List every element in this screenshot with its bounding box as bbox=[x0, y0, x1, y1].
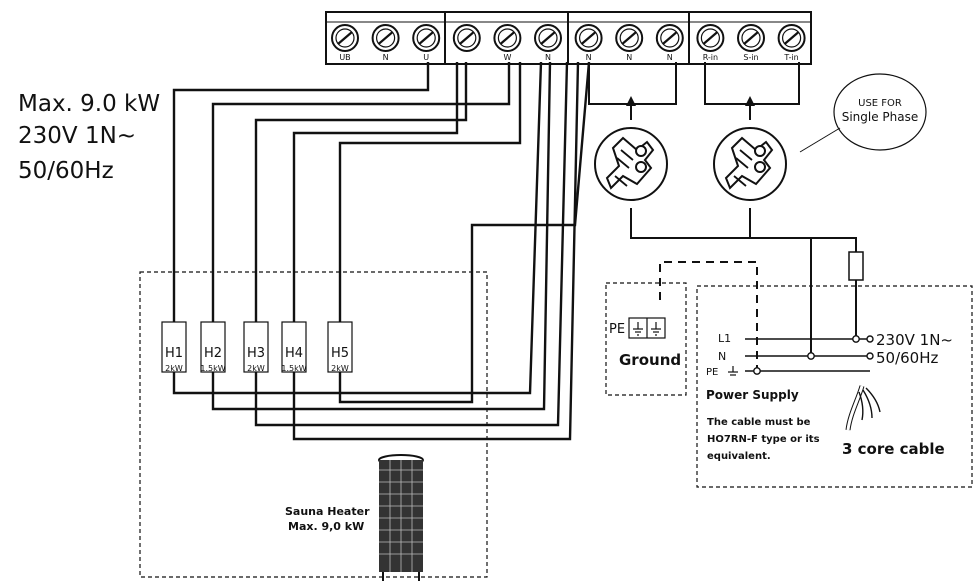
terminal-label: N bbox=[545, 53, 551, 62]
wire-v-h3 bbox=[254, 62, 468, 322]
heating-element: H2 1.5kW bbox=[200, 321, 226, 373]
cable-note-3: equivalent. bbox=[707, 451, 771, 462]
terminal-screw bbox=[737, 24, 765, 52]
heating-element-name: H5 bbox=[331, 346, 349, 361]
sauna-heater-icon bbox=[378, 454, 424, 581]
terminal-block bbox=[325, 11, 812, 65]
terminal-label: UB bbox=[339, 53, 350, 62]
terminal-screw bbox=[412, 24, 441, 52]
heating-element-name: H2 bbox=[204, 346, 222, 361]
terminal-label: N bbox=[626, 53, 632, 62]
supply-l1-label: L1 bbox=[718, 332, 731, 345]
wire-h4 bbox=[292, 62, 459, 322]
terminal-screw bbox=[493, 24, 522, 52]
supply-frequency: 50/60Hz bbox=[876, 349, 939, 367]
terminal-screw bbox=[655, 24, 684, 52]
wire-h2-return bbox=[211, 61, 552, 411]
heating-element-name: H3 bbox=[247, 346, 265, 361]
heating-element-power: 1.5kW bbox=[281, 364, 306, 373]
terminal-label: S-in bbox=[743, 53, 758, 62]
bubble-line1: USE FOR bbox=[858, 98, 902, 109]
heating-element-power: 1.5kW bbox=[200, 364, 225, 373]
heater-wiring bbox=[172, 61, 591, 441]
three-core-cable-icon bbox=[845, 385, 881, 431]
cable-label: 3 core cable bbox=[842, 440, 945, 458]
ground-label: Ground bbox=[619, 351, 681, 369]
terminal-screw bbox=[696, 24, 725, 52]
rating-frequency: 50/60Hz bbox=[18, 158, 114, 184]
terminal-screw bbox=[452, 24, 481, 52]
bridge-arrows bbox=[626, 96, 755, 106]
rating-voltage: 230V 1N~ bbox=[18, 123, 137, 149]
ground-box bbox=[605, 282, 687, 396]
supply-n-label: N bbox=[718, 350, 726, 363]
terminal-bridges bbox=[588, 62, 800, 120]
supply-voltage: 230V 1N~ bbox=[876, 331, 953, 349]
terminal-screw bbox=[534, 24, 562, 52]
connector-detail-icon bbox=[594, 127, 668, 201]
supply-ground-icon bbox=[728, 366, 738, 376]
heating-element-power: 2kW bbox=[247, 364, 265, 373]
cable-note-1: The cable must be bbox=[707, 417, 811, 428]
terminal-label: N bbox=[383, 53, 389, 62]
terminal-label: U bbox=[423, 53, 429, 62]
ground-link bbox=[659, 261, 758, 371]
terminal-screw bbox=[331, 24, 359, 52]
wire-h1-return bbox=[172, 61, 543, 395]
heating-element-power: 2kW bbox=[165, 364, 183, 373]
terminal-screw bbox=[574, 24, 603, 52]
wire-u-h1 bbox=[172, 62, 430, 322]
heater-max-power: Max. 9,0 kW bbox=[288, 520, 364, 533]
wire-w-h2 bbox=[211, 62, 511, 322]
heating-element: H4 1.5kW bbox=[281, 321, 307, 373]
supply-junctions bbox=[753, 335, 874, 375]
wire-h5-return bbox=[338, 61, 591, 404]
supply-pe-label: PE bbox=[706, 367, 718, 378]
terminal-screw bbox=[777, 24, 806, 52]
heating-element-power: 2kW bbox=[331, 364, 349, 373]
wire-h5 bbox=[338, 62, 522, 322]
heating-element-name: H4 bbox=[285, 346, 303, 361]
bubble-line2: Single Phase bbox=[842, 110, 919, 124]
rating-power: Max. 9.0 kW bbox=[18, 91, 161, 117]
heating-element-name: H1 bbox=[165, 346, 183, 361]
heater-title: Sauna Heater bbox=[285, 505, 370, 518]
wire-h3-return bbox=[254, 61, 569, 427]
power-supply-title: Power Supply bbox=[706, 388, 799, 402]
terminal-screw bbox=[615, 24, 644, 52]
terminal-label: R-in bbox=[703, 53, 718, 62]
terminal-label: N bbox=[667, 53, 673, 62]
ground-pe-label: PE bbox=[609, 322, 625, 337]
ground-terminal-icon bbox=[628, 317, 666, 339]
terminal-label: T-in bbox=[783, 53, 798, 62]
supply-wiring bbox=[630, 208, 864, 356]
heater-area-box bbox=[139, 271, 488, 578]
wire-h4-return bbox=[292, 61, 580, 441]
terminal-label: N bbox=[586, 53, 592, 62]
single-phase-bubble: USE FOR Single Phase bbox=[799, 73, 927, 153]
terminal-label: W bbox=[503, 53, 511, 62]
terminal-screw bbox=[371, 24, 400, 52]
cable-note-2: HO7RN-F type or its bbox=[707, 434, 820, 445]
connector-detail-icon bbox=[713, 127, 787, 201]
